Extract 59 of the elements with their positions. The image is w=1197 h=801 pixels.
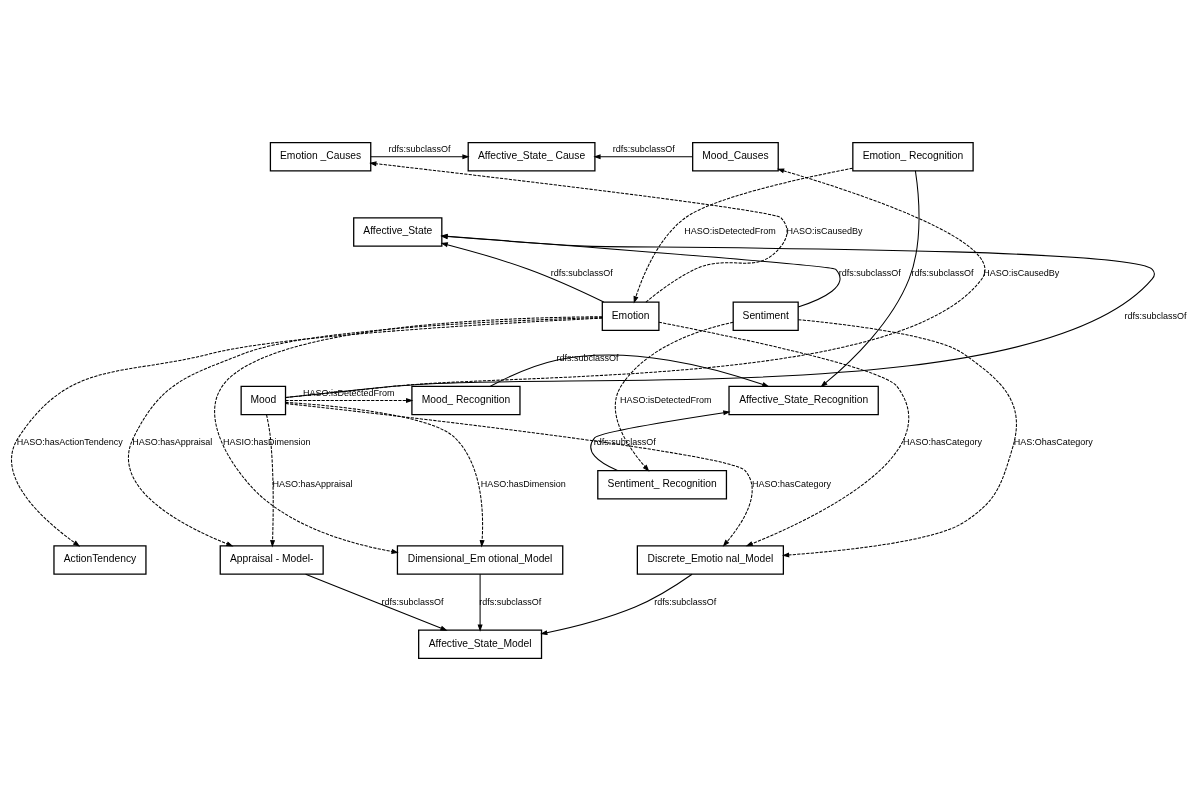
arrow bbox=[658, 321, 910, 547]
arrow bbox=[489, 354, 770, 387]
arrow bbox=[781, 319, 1017, 558]
arrow bbox=[440, 242, 605, 303]
node-box: Dimensional_Em otional_Model bbox=[396, 545, 564, 575]
node-box: Emotion_ Recognition bbox=[852, 141, 974, 172]
arrow bbox=[214, 316, 603, 554]
arrow bbox=[477, 573, 483, 632]
arrow bbox=[820, 170, 920, 388]
arrow bbox=[369, 161, 788, 303]
edge-label: rdfs:subclassOf bbox=[838, 268, 901, 279]
node-box: Emotion bbox=[601, 301, 660, 332]
node-box: Affective_State_ Cause bbox=[467, 141, 596, 172]
edge-label: rdfs:subclassOf bbox=[550, 268, 613, 279]
node-box: Discrete_Emotio nal_Model bbox=[636, 545, 784, 575]
edge-label: HASO:isDetectedFrom bbox=[619, 394, 712, 405]
arrow bbox=[540, 573, 693, 636]
arrow bbox=[285, 168, 986, 399]
arrow bbox=[128, 317, 603, 547]
edge-label: rdfs:subclassOf bbox=[911, 268, 974, 279]
arrow bbox=[305, 573, 448, 631]
node-box: Sentiment_ Recognition bbox=[597, 469, 728, 500]
arrow bbox=[370, 154, 470, 160]
arrow bbox=[266, 414, 276, 548]
arrow bbox=[11, 317, 603, 547]
edge-label: HASO:hasCategory bbox=[903, 437, 983, 448]
node-box: Affective_State_Recognition bbox=[728, 385, 879, 416]
edge-label: HASO:isCausedBy bbox=[983, 268, 1060, 279]
edge-label: HASO:isDetectedFrom bbox=[684, 226, 776, 237]
node-box: Sentiment bbox=[732, 301, 799, 332]
edge-label: HASIO:hasDimension bbox=[223, 437, 311, 448]
edge-label: rdfs:subclassOf bbox=[1124, 310, 1187, 321]
edge-label: HASO:hasAppraisal bbox=[132, 437, 213, 448]
edge-label: rdfs:subclassOf bbox=[556, 352, 619, 363]
arrow bbox=[285, 397, 414, 404]
edge-label: HASO:hasDimension bbox=[480, 479, 566, 490]
node-box: Affective_State bbox=[353, 217, 443, 247]
node-box: Mood_ Recognition bbox=[411, 385, 521, 416]
edge-label: rdfs:subclassOf bbox=[612, 144, 675, 155]
arrow bbox=[593, 154, 693, 160]
arrow bbox=[614, 321, 734, 472]
edge-label: HASO:hasActionTendency bbox=[16, 437, 123, 448]
edge-label: rdfs:subclassOf bbox=[381, 596, 444, 607]
node-box: Mood bbox=[240, 385, 287, 416]
node-box: ActionTendency bbox=[53, 545, 147, 575]
edge-label: HASO:hasAppraisal bbox=[272, 479, 353, 490]
arrow bbox=[633, 167, 854, 304]
edge-label: rdfs:subclassOf bbox=[654, 596, 717, 607]
node-box: Affective_State_Model bbox=[418, 629, 543, 660]
edge-label: HASO:isCausedBy bbox=[786, 226, 863, 237]
edge-label: HAS:OhasCategory bbox=[1013, 437, 1093, 448]
node-box: Appraisal - Model- bbox=[219, 545, 324, 575]
arrow bbox=[590, 410, 731, 472]
edge-label: rdfs:subclassOf bbox=[388, 144, 451, 155]
node-box: Mood_Causes bbox=[692, 141, 779, 172]
arrow bbox=[285, 401, 485, 548]
node-box: Emotion _Causes bbox=[269, 141, 372, 172]
edge-label: HASO:hasCategory bbox=[751, 479, 831, 490]
arrow bbox=[285, 403, 753, 547]
